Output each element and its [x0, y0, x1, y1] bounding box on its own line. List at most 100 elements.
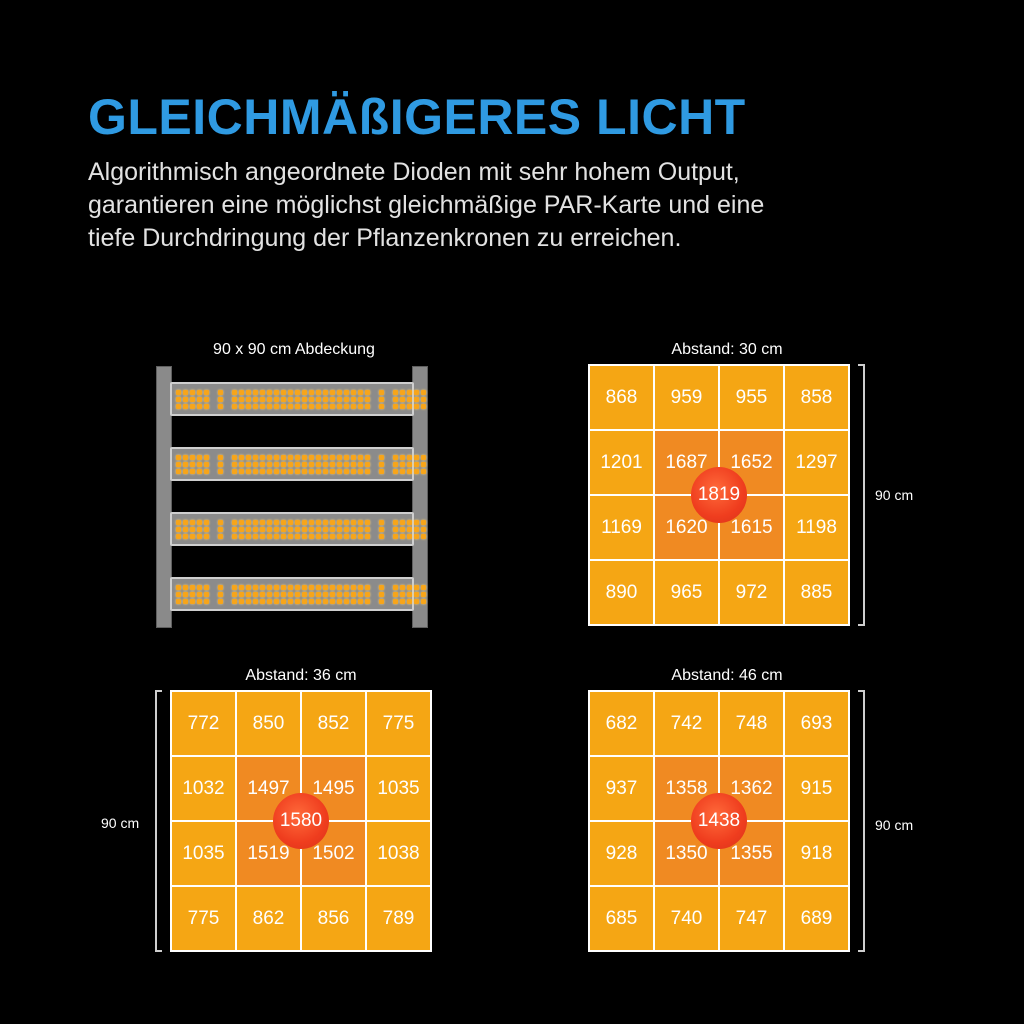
led-diode	[281, 526, 286, 532]
led-diode	[239, 468, 244, 474]
led-diode	[316, 468, 321, 474]
led-diode	[358, 403, 363, 409]
led-diode	[183, 591, 188, 597]
led-diode	[330, 598, 335, 604]
led-diode	[330, 533, 335, 539]
led-diode	[414, 526, 419, 532]
led-diode	[239, 389, 244, 395]
led-diode	[218, 403, 223, 409]
led-bar	[170, 512, 426, 546]
par-cell: 1297	[785, 431, 848, 494]
led-diode	[204, 461, 209, 467]
led-diode	[295, 468, 300, 474]
led-diode	[274, 526, 279, 532]
led-diode	[414, 396, 419, 402]
led-diode	[302, 519, 307, 525]
led-diode	[218, 396, 223, 402]
led-diode	[183, 519, 188, 525]
map-label-46cm: Abstand: 46 cm	[671, 667, 783, 684]
led-diode	[351, 468, 356, 474]
led-diode	[358, 396, 363, 402]
led-diode	[218, 533, 223, 539]
led-diode	[323, 598, 328, 604]
led-diode	[351, 519, 356, 525]
led-diode	[281, 519, 286, 525]
led-diode	[379, 533, 384, 539]
led-diode	[337, 533, 342, 539]
led-diode	[393, 396, 398, 402]
led-diode	[176, 533, 181, 539]
led-diode	[379, 454, 384, 460]
led-diode	[337, 396, 342, 402]
led-diode	[365, 584, 370, 590]
led-diode	[393, 598, 398, 604]
led-diode	[260, 519, 265, 525]
led-diode	[337, 461, 342, 467]
led-diode	[407, 461, 412, 467]
led-diode	[414, 454, 419, 460]
par-cell: 862	[237, 887, 300, 950]
led-diode	[337, 403, 342, 409]
led-diode	[309, 584, 314, 590]
led-diode	[295, 598, 300, 604]
led-diode	[190, 389, 195, 395]
par-cell: 1035	[367, 757, 430, 820]
led-diode	[316, 526, 321, 532]
dimension-bracket	[858, 364, 865, 626]
par-cell: 740	[655, 887, 718, 950]
par-cell: 928	[590, 822, 653, 885]
led-diode	[183, 533, 188, 539]
led-diode	[393, 468, 398, 474]
led-diode	[295, 403, 300, 409]
led-diode	[309, 396, 314, 402]
led-diode	[183, 403, 188, 409]
led-diode	[253, 526, 258, 532]
led-diode	[323, 396, 328, 402]
led-diode	[176, 396, 181, 402]
led-diode	[316, 598, 321, 604]
led-diode	[316, 519, 321, 525]
led-diode	[337, 454, 342, 460]
led-diode	[302, 584, 307, 590]
led-group	[232, 389, 370, 409]
led-group	[232, 454, 370, 474]
par-cell: 1502	[302, 822, 365, 885]
led-diode	[274, 389, 279, 395]
led-diode	[239, 519, 244, 525]
par-cell: 689	[785, 887, 848, 950]
led-diode	[246, 389, 251, 395]
led-diode	[358, 468, 363, 474]
led-diode	[274, 461, 279, 467]
led-diode	[204, 591, 209, 597]
led-diode	[323, 461, 328, 467]
par-cell: 915	[785, 757, 848, 820]
led-diode	[183, 461, 188, 467]
led-diode	[246, 533, 251, 539]
led-group	[393, 454, 426, 474]
led-diode	[246, 468, 251, 474]
map-label-30cm: Abstand: 30 cm	[671, 341, 783, 358]
led-group	[176, 389, 209, 409]
led-diode	[267, 454, 272, 460]
led-diode	[274, 584, 279, 590]
led-diode	[274, 591, 279, 597]
led-diode	[260, 389, 265, 395]
led-diode	[302, 389, 307, 395]
led-diode	[393, 389, 398, 395]
led-diode	[379, 396, 384, 402]
led-diode	[337, 389, 342, 395]
led-diode	[281, 598, 286, 604]
led-diode	[267, 389, 272, 395]
led-diode	[204, 598, 209, 604]
led-diode	[365, 519, 370, 525]
par-cell: 1519	[237, 822, 300, 885]
led-diode	[323, 533, 328, 539]
led-diode	[218, 468, 223, 474]
led-diode	[204, 468, 209, 474]
led-diode	[400, 598, 405, 604]
led-diode	[288, 598, 293, 604]
led-diode	[204, 519, 209, 525]
led-group	[218, 454, 223, 474]
led-diode	[330, 584, 335, 590]
led-diode	[309, 598, 314, 604]
